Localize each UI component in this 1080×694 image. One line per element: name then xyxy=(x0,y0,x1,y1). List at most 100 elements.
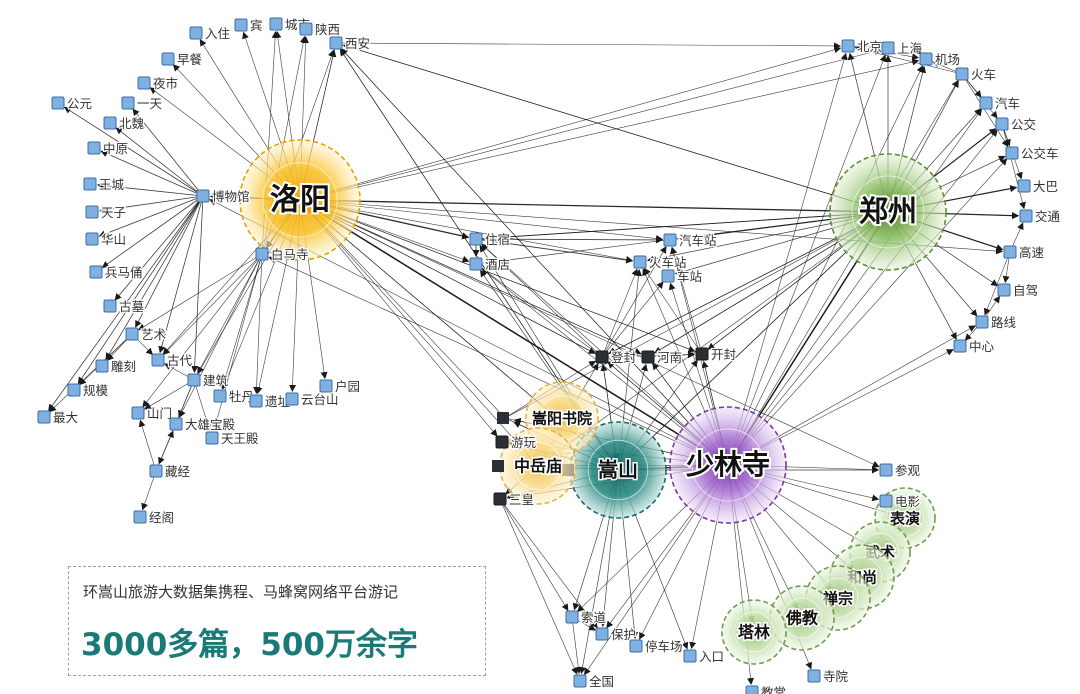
node-yeshi[interactable]: 夜市 xyxy=(137,75,179,92)
edge-dengfeng-huochezhan xyxy=(601,268,639,358)
node-canguan[interactable]: 参观 xyxy=(879,462,922,479)
node-gongyuan[interactable]: 公元 xyxy=(51,95,93,112)
node-yitian-label: 一天 xyxy=(137,96,163,111)
node-siyuan[interactable]: 寺院 xyxy=(807,668,850,685)
node-jichang[interactable]: 机场 xyxy=(919,51,961,68)
node-qichezhan[interactable]: 汽车站 xyxy=(663,232,718,249)
node-gudai[interactable]: 古代 xyxy=(151,352,194,369)
node-bowuguan[interactable]: 博物馆 xyxy=(196,188,251,205)
node-tingchechang-label: 停车场 xyxy=(645,639,683,654)
node-diaoke[interactable]: 雕刻 xyxy=(95,358,137,375)
node-tianwang-box xyxy=(205,431,219,445)
node-quanguo[interactable]: 全国 xyxy=(573,673,615,690)
node-zhongyuan[interactable]: 中原 xyxy=(87,140,129,157)
node-gongyuan-label: 公元 xyxy=(67,96,92,111)
node-youwan[interactable]: 游玩 xyxy=(495,434,538,451)
node-sanhuang-label: 三皇 xyxy=(509,492,534,507)
node-daxiong[interactable]: 大雄宝殿 xyxy=(169,416,237,433)
node-jiudian[interactable]: 酒店 xyxy=(469,256,511,273)
node-bin[interactable]: 宾 xyxy=(234,17,264,34)
caption-headline: 3000多篇，500万余字 xyxy=(81,627,418,663)
node-sanhuang[interactable]: 三皇 xyxy=(493,491,535,508)
node-dianying[interactable]: 电影 xyxy=(879,493,922,510)
node-yishu[interactable]: 艺术 xyxy=(125,326,168,343)
node-mudan[interactable]: 牡丹 xyxy=(213,388,255,405)
hub-shaolin[interactable]: 少林寺 xyxy=(669,406,787,524)
node-tingchechang[interactable]: 停车场 xyxy=(629,638,684,655)
node-huochezhan[interactable]: 火车站 xyxy=(633,254,688,271)
node-jingge[interactable]: 经阁 xyxy=(133,509,175,526)
node-henan-label: 河南 xyxy=(657,350,682,365)
edge-dengfeng-qichezhan xyxy=(601,246,667,358)
node-ruzhu-box xyxy=(189,26,203,40)
node-xian-box xyxy=(329,36,343,50)
node-zuida[interactable]: 最大 xyxy=(37,409,79,426)
node-jiaotang[interactable]: 教堂 xyxy=(745,684,787,694)
node-beijing[interactable]: 北京 xyxy=(841,38,883,55)
edge-suodao-quanguo xyxy=(571,616,582,675)
node-qiche[interactable]: 汽车 xyxy=(979,95,1021,112)
edge-shaolin-qiche xyxy=(727,108,982,466)
node-zaocan[interactable]: 早餐 xyxy=(161,51,204,68)
node-luxian[interactable]: 路线 xyxy=(975,314,1018,331)
node-zijia[interactable]: 自驾 xyxy=(997,282,1039,299)
node-gongjiao[interactable]: 公交 xyxy=(995,116,1037,133)
node-beiwei[interactable]: 北魏 xyxy=(103,115,145,132)
edge-cangjing-daxiong xyxy=(155,430,174,472)
node-shaanxi[interactable]: 陕西 xyxy=(299,21,341,38)
node-quanguo-box xyxy=(573,674,587,688)
node-jiaotong[interactable]: 交通 xyxy=(1019,208,1062,225)
node-gumu-box xyxy=(103,299,117,313)
node-luxian-box xyxy=(975,315,989,329)
node-daba[interactable]: 大巴 xyxy=(1017,178,1059,195)
node-tianzi[interactable]: 天子 xyxy=(85,204,127,221)
node-jiudian-box xyxy=(469,257,483,271)
node-yunshan[interactable]: 云台山 xyxy=(285,391,340,408)
node-huyuan[interactable]: 户园 xyxy=(319,378,361,395)
node-bingmayong[interactable]: 兵马俑 xyxy=(89,264,144,281)
node-shanmen[interactable]: 山门 xyxy=(131,405,173,422)
node-zhusu[interactable]: 住宿 xyxy=(469,231,511,248)
node-daxiong-label: 大雄宝殿 xyxy=(185,417,236,432)
node-gongjiaoche[interactable]: 公交车 xyxy=(1005,145,1060,162)
node-mudan-box xyxy=(213,389,227,403)
hub-zhongyue[interactable]: 中岳庙 xyxy=(492,427,577,505)
hub-luoyang[interactable]: 洛阳 xyxy=(239,139,361,261)
hub-talin[interactable]: 塔林 xyxy=(721,599,787,665)
node-ruzhu[interactable]: 入住 xyxy=(189,25,232,42)
node-henan[interactable]: 河南 xyxy=(641,349,683,366)
node-yitian[interactable]: 一天 xyxy=(121,95,164,112)
node-huashan[interactable]: 华山 xyxy=(85,231,127,248)
node-huoche[interactable]: 火车 xyxy=(955,66,997,83)
hub-zhengzhou[interactable]: 郑州 xyxy=(829,153,947,271)
node-yizhi[interactable]: 遗址 xyxy=(249,393,292,410)
node-xian-label: 西安 xyxy=(345,36,370,51)
edge-zhengzhou-xian xyxy=(342,43,889,213)
node-tianwang[interactable]: 天王殿 xyxy=(205,430,260,447)
edge-bowuguan-wangcheng xyxy=(96,181,204,197)
node-zhongxin[interactable]: 中心 xyxy=(953,338,996,355)
node-shanghai[interactable]: 上海 xyxy=(881,40,924,57)
node-zaocan-label: 早餐 xyxy=(177,52,203,67)
node-suodao[interactable]: 索道 xyxy=(565,609,608,626)
node-quanguo-label: 全国 xyxy=(589,674,614,689)
node-chezhan[interactable]: 车站 xyxy=(661,268,703,285)
node-xian[interactable]: 西安 xyxy=(329,35,371,52)
node-jianzhu[interactable]: 建筑 xyxy=(187,372,230,389)
node-cangjing[interactable]: 藏经 xyxy=(149,463,192,480)
nodes-layer: 入住宾城市陕西西安早餐夜市一天公元北魏中原王城天子华山兵马俑古墓艺术雕刻古代规模… xyxy=(37,16,1062,694)
node-gaosu[interactable]: 高速 xyxy=(1003,244,1046,261)
node-guimo-box xyxy=(67,383,81,397)
node-baohu[interactable]: 保护 xyxy=(595,626,637,643)
edge-shaolin-huoche xyxy=(727,80,959,466)
node-shaanxi-label: 陕西 xyxy=(315,22,340,37)
node-baimasi[interactable]: 白马寺 xyxy=(255,246,310,263)
node-kaifeng[interactable]: 开封 xyxy=(695,346,737,363)
node-gumu[interactable]: 古墓 xyxy=(103,298,146,315)
node-wangcheng[interactable]: 王城 xyxy=(83,176,126,193)
node-rukou[interactable]: 入口 xyxy=(683,648,725,665)
node-dengfeng[interactable]: 登封 xyxy=(595,349,637,366)
edge-bowuguan-zuida xyxy=(48,195,204,412)
node-guimo[interactable]: 规模 xyxy=(67,382,110,399)
edge-cangjing-shanmen xyxy=(138,419,157,472)
